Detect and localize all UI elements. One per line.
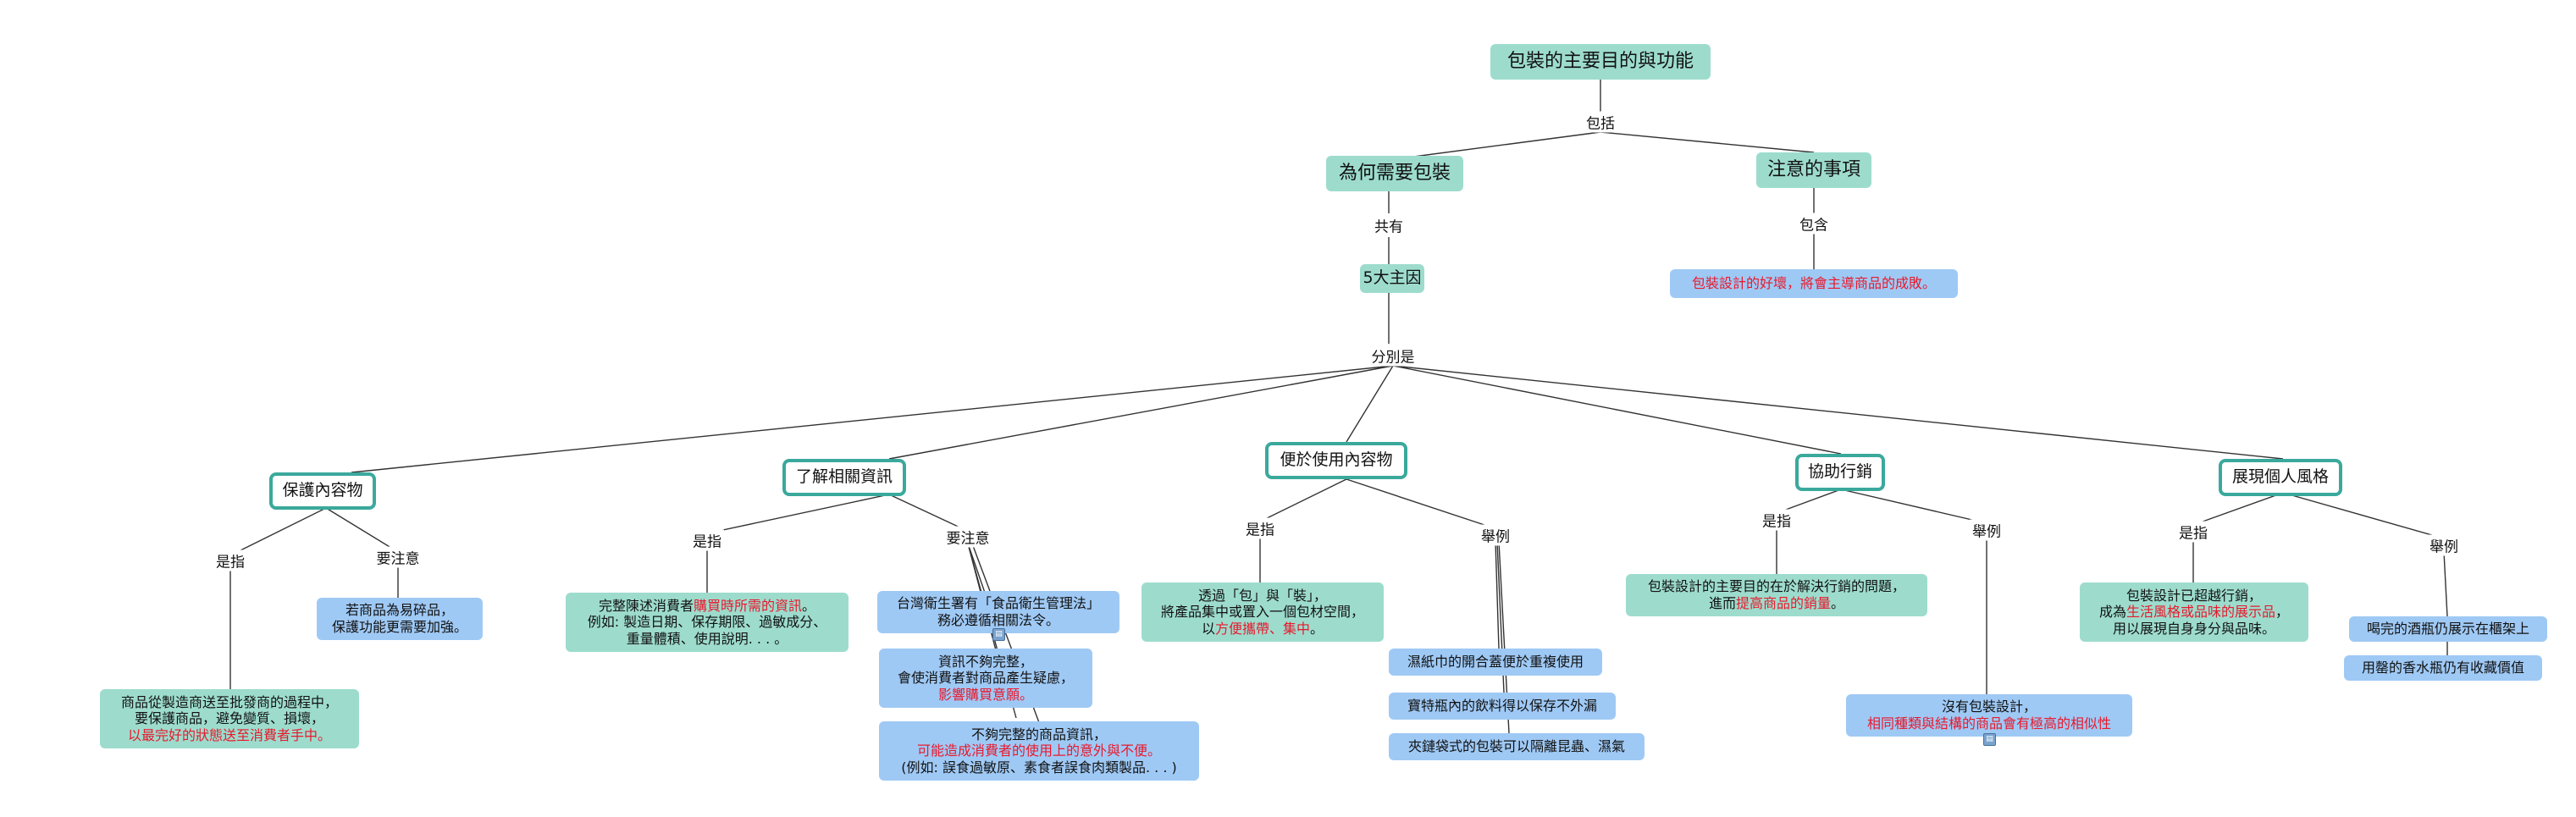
- info-desc-pre: 完整陳述消費者: [598, 597, 694, 614]
- style-title: 展現個人風格: [2231, 467, 2329, 487]
- style-desc-line1: 包裝設計已超越行銷，: [2125, 587, 2262, 604]
- sales-desc-post: 。: [1831, 595, 1845, 611]
- note-marker-icon[interactable]: ▤: [992, 628, 1005, 641]
- notes-item-text: 包裝設計的好壞，將會主導商品的成敗。: [1691, 275, 1936, 292]
- convenient-desc-post: 。: [1310, 620, 1324, 637]
- link-label-style-refer: 是指: [2176, 521, 2210, 543]
- style-example-perfume[interactable]: 用罄的香水瓶仍有收藏價值: [2344, 655, 2542, 681]
- protect-title: 保護內容物: [282, 481, 363, 500]
- convenient-desc-line2: 將產品集中或置入一個包材空間，: [1160, 604, 1364, 621]
- protect-desc-line2: 要保護商品，避免變質、損壞，: [134, 710, 324, 727]
- style-desc-line3: 用以展現自身身分與品味。: [2112, 620, 2275, 637]
- branch-protect-contents[interactable]: 保護內容物: [269, 472, 376, 510]
- style-ex2: 用罄的香水瓶仍有收藏價值: [2361, 660, 2524, 676]
- convenient-example-ziplock[interactable]: 夾鏈袋式的包裝可以隔離昆蟲、濕氣: [1389, 733, 1645, 760]
- convenient-ex2: 寶特瓶內的飲料得以保存不外漏: [1407, 698, 1597, 715]
- link-label-contain: 包含: [1797, 213, 1831, 235]
- info-desc-line2: 例如: 製造日期、保存期限、過敏成分、: [587, 614, 827, 631]
- sales-ex-line2: 相同種類與結構的商品會有極高的相似性: [1866, 715, 2111, 731]
- convenient-title: 便於使用內容物: [1280, 450, 1393, 470]
- style-ex1: 喝完的酒瓶仍展示在櫃架上: [2366, 621, 2529, 638]
- style-desc-red: 生活風格或品味的展示品: [2125, 604, 2275, 621]
- root-title: 包裝的主要目的與功能: [1506, 50, 1694, 72]
- style-description[interactable]: 包裝設計已超越行銷， 成為生活風格或品味的展示品， 用以展現自身身分與品味。: [2080, 582, 2308, 642]
- style-desc-post: ，: [2275, 604, 2290, 621]
- link-label-include: 包括: [1584, 111, 1617, 133]
- info-title: 了解相關資訊: [795, 467, 893, 487]
- link-label-respectively: 分別是: [1368, 345, 1418, 367]
- style-desc-pre: 成為: [2098, 604, 2126, 621]
- link-label-sales-refer: 是指: [1760, 509, 1794, 531]
- branch-convenient-use[interactable]: 便於使用內容物: [1265, 442, 1407, 479]
- convenient-desc-pre: 以: [1201, 620, 1215, 637]
- note-marker-icon[interactable]: ▤: [1983, 733, 1996, 746]
- sales-desc-line1: 包裝設計的主要目的在於解決行銷的問題，: [1647, 578, 1905, 595]
- info-desc-red: 購買時所需的資訊: [693, 597, 802, 614]
- five-causes-topic[interactable]: 5大主因: [1360, 264, 1424, 293]
- info-note2-line1: 資訊不夠完整，: [937, 653, 1033, 670]
- info-desc-line3: 重量體積、使用說明. . . 。: [626, 630, 788, 647]
- info-note2-line2: 會使消費者對商品產生疑慮，: [897, 670, 1074, 687]
- style-desc-line2: 成為生活風格或品味的展示品，: [2099, 604, 2289, 621]
- link-label-protect-note: 要注意: [373, 546, 423, 568]
- convenient-ex1: 濕紙巾的開合蓋便於重複使用: [1407, 654, 1584, 671]
- info-note-food-law[interactable]: 台灣衛生署有「食品衛生管理法」 務必遵循相關法令。: [877, 591, 1119, 633]
- branch-personal-style[interactable]: 展現個人風格: [2219, 459, 2342, 496]
- convenient-desc-line1: 透過「包」與「裝」，: [1197, 587, 1327, 604]
- protect-desc-line1: 商品從製造商送至批發商的過程中，: [120, 693, 338, 710]
- info-note-accident[interactable]: 不夠完整的商品資訊， 可能造成消費者的使用上的意外與不便。 (例如: 誤食過敏原…: [879, 721, 1199, 781]
- convenient-desc-red: 方便攜帶、集中: [1214, 620, 1310, 637]
- why-title: 為何需要包裝: [1338, 162, 1451, 184]
- five-causes-label: 5大主因: [1363, 268, 1422, 288]
- convenient-description[interactable]: 透過「包」與「裝」， 將產品集中或置入一個包材空間， 以方便攜帶、集中。: [1142, 582, 1384, 642]
- link-label-info-refer: 是指: [690, 529, 724, 551]
- link-label-style-example: 舉例: [2427, 534, 2461, 556]
- branch-understand-info[interactable]: 了解相關資訊: [782, 459, 906, 496]
- sales-description[interactable]: 包裝設計的主要目的在於解決行銷的問題， 進而提高商品的銷量。: [1626, 574, 1927, 616]
- protect-note-line2: 保護功能更需要加強。: [331, 619, 467, 635]
- sales-desc-red: 提高商品的銷量: [1735, 595, 1831, 611]
- protect-description[interactable]: 商品從製造商送至批發商的過程中， 要保護商品，避免變質、損壞， 以最完好的狀態送…: [100, 689, 359, 748]
- protect-note[interactable]: 若商品為易碎品， 保護功能更需要加強。: [317, 598, 483, 640]
- link-label-info-note: 要注意: [943, 526, 992, 548]
- convenient-example-bottle[interactable]: 寶特瓶內的飲料得以保存不外漏: [1389, 693, 1616, 720]
- branch-assist-sales[interactable]: 協助行銷: [1795, 454, 1885, 491]
- root-topic[interactable]: 包裝的主要目的與功能: [1490, 44, 1711, 80]
- sales-example[interactable]: 沒有包裝設計， 相同種類與結構的商品會有極高的相似性: [1846, 694, 2132, 737]
- protect-desc-line3: 以最完好的狀態送至消費者手中。: [127, 726, 331, 743]
- link-label-sales-example: 舉例: [1970, 519, 2004, 541]
- link-label-convenient-refer: 是指: [1243, 517, 1277, 539]
- convenient-ex3: 夾鏈袋式的包裝可以隔離昆蟲、濕氣: [1407, 738, 1625, 755]
- info-desc-line1: 完整陳述消費者購買時所需的資訊。: [588, 598, 826, 615]
- protect-note-line1: 若商品為易碎品，: [345, 602, 454, 619]
- convenient-desc-line3: 以方便攜帶、集中。: [1161, 621, 1364, 638]
- sales-title: 協助行銷: [1807, 462, 1872, 482]
- notes-topic[interactable]: 注意的事項: [1756, 152, 1871, 188]
- info-note-incomplete[interactable]: 資訊不夠完整， 會使消費者對商品產生疑慮， 影響購買意願。: [879, 649, 1092, 708]
- info-note1-line1: 台灣衛生署有「食品衛生管理法」: [896, 595, 1100, 612]
- style-example-wine[interactable]: 喝完的酒瓶仍展示在櫃架上: [2349, 616, 2547, 642]
- sales-ex-line1: 沒有包裝設計，: [1941, 698, 2037, 715]
- why-packaging-topic[interactable]: 為何需要包裝: [1326, 156, 1463, 191]
- info-note3-line1: 不夠完整的商品資訊，: [970, 726, 1107, 742]
- link-label-have: 共有: [1372, 214, 1406, 236]
- convenient-example-wipes[interactable]: 濕紙巾的開合蓋便於重複使用: [1389, 649, 1602, 676]
- info-note1-line2: 務必遵循相關法令。: [937, 612, 1059, 628]
- info-note2-line3: 影響購買意願。: [937, 686, 1033, 703]
- sales-desc-pre: 進而: [1708, 595, 1736, 611]
- notes-title: 注意的事項: [1766, 158, 1860, 180]
- sales-desc-line2: 進而提高商品的銷量。: [1648, 595, 1905, 612]
- notes-item[interactable]: 包裝設計的好壞，將會主導商品的成敗。: [1670, 269, 1958, 298]
- info-note3-line3: (例如: 誤食過敏原、素食者誤食肉類製品. . . ): [901, 759, 1177, 776]
- info-note3-line2: 可能造成消費者的使用上的意外與不便。: [916, 742, 1161, 759]
- info-description[interactable]: 完整陳述消費者購買時所需的資訊。 例如: 製造日期、保存期限、過敏成分、 重量體…: [566, 593, 849, 652]
- link-label-convenient-example: 舉例: [1479, 524, 1512, 546]
- info-desc-post: 。: [802, 597, 816, 614]
- link-label-protect-refer: 是指: [213, 549, 247, 571]
